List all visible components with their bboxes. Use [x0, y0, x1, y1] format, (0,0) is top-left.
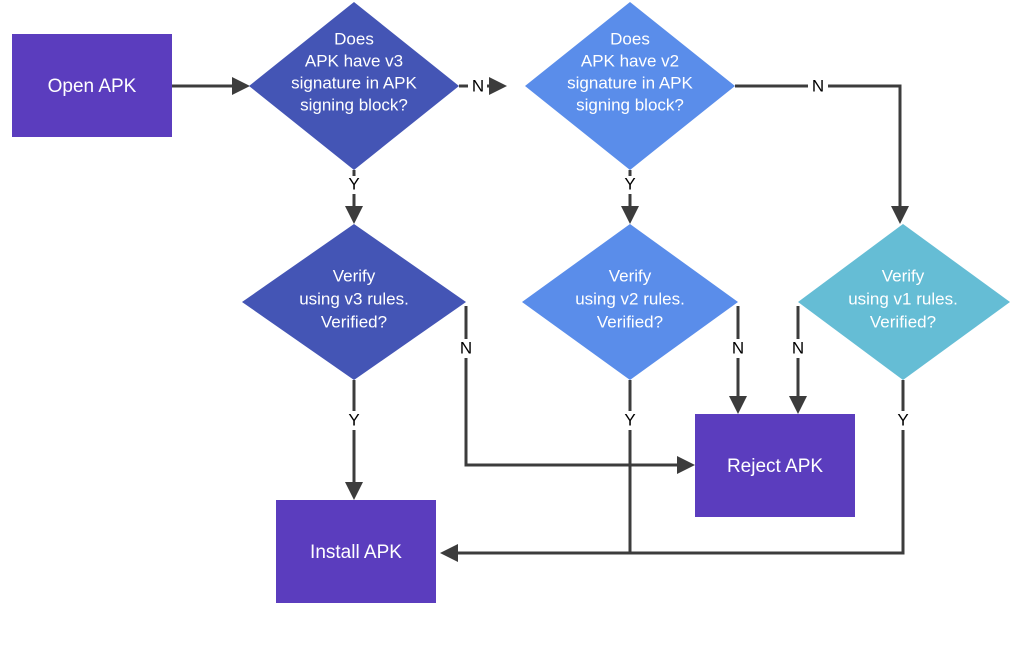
- node-verify-v3[interactable]: Verify using v3 rules. Verified?: [242, 224, 466, 380]
- verify-v3-shape[interactable]: [242, 224, 466, 380]
- arrowhead: [489, 77, 507, 95]
- reject-apk-shape[interactable]: [695, 414, 855, 517]
- verify-v1-shape[interactable]: [798, 224, 1010, 380]
- arrowhead: [345, 206, 363, 224]
- edge-label-hasv2-y: Y: [624, 174, 635, 193]
- node-verify-v2[interactable]: Verify using v2 rules. Verified?: [522, 224, 738, 380]
- edge-label-verifyv1-y: Y: [897, 410, 908, 429]
- node-reject-apk[interactable]: Reject APK: [695, 414, 855, 517]
- arrowhead: [621, 206, 639, 224]
- nodes-layer: Open APK Does APK have v3 signature in A…: [12, 2, 1010, 603]
- edge-label-verifyv1-n: N: [792, 338, 804, 357]
- has-v2-shape[interactable]: [525, 2, 735, 170]
- edge-line-bottom: [464, 358, 677, 467]
- edge-verifyv3-y-to-install: Y: [345, 380, 363, 500]
- edge-hasv3-n-to-hasv2: N: [459, 76, 507, 95]
- edge-line-bottom: [458, 430, 632, 555]
- edge-verifyv1-n-to-reject: N: [789, 306, 807, 414]
- arrowhead: [232, 77, 250, 95]
- arrowhead: [789, 396, 807, 414]
- edge-line-b: [828, 84, 902, 206]
- edge-label-verifyv2-n: N: [732, 338, 744, 357]
- edge-hasv2-y-to-verifyv2: Y: [621, 170, 639, 224]
- open-apk-shape[interactable]: [12, 34, 172, 137]
- edge-label-hasv3-n: N: [472, 76, 484, 95]
- arrowhead: [729, 396, 747, 414]
- node-open-apk[interactable]: Open APK: [12, 34, 172, 137]
- edge-line-bottom: [458, 430, 905, 555]
- edge-verifyv2-n-to-reject: N: [729, 306, 747, 414]
- node-has-v3[interactable]: Does APK have v3 signature in APK signin…: [249, 2, 459, 170]
- edge-hasv2-n-to-verifyv1: N: [735, 76, 909, 224]
- edge-label-hasv2-n: N: [812, 76, 824, 95]
- node-install-apk[interactable]: Install APK: [276, 500, 436, 603]
- has-v3-shape[interactable]: [249, 2, 459, 170]
- edge-open-to-hasv3: [172, 77, 250, 95]
- arrowhead: [345, 482, 363, 500]
- node-has-v2[interactable]: Does APK have v2 signature in APK signin…: [525, 2, 735, 170]
- edges-layer: N Y N Y: [172, 76, 909, 562]
- arrowhead: [891, 206, 909, 224]
- edge-verifyv1-y-to-install: Y: [440, 380, 909, 562]
- edge-verifyv3-n-to-reject: N: [460, 306, 695, 474]
- edge-label-hasv3-y: Y: [348, 174, 359, 193]
- install-apk-shape[interactable]: [276, 500, 436, 603]
- edge-label-verifyv3-y: Y: [348, 410, 359, 429]
- edge-label-verifyv2-y: Y: [624, 410, 635, 429]
- arrowhead: [677, 456, 695, 474]
- edge-hasv3-y-to-verifyv3: Y: [345, 170, 363, 224]
- verify-v2-shape[interactable]: [522, 224, 738, 380]
- node-verify-v1[interactable]: Verify using v1 rules. Verified?: [798, 224, 1010, 380]
- arrowhead: [440, 544, 458, 562]
- edge-label-verifyv3-n: N: [460, 338, 472, 357]
